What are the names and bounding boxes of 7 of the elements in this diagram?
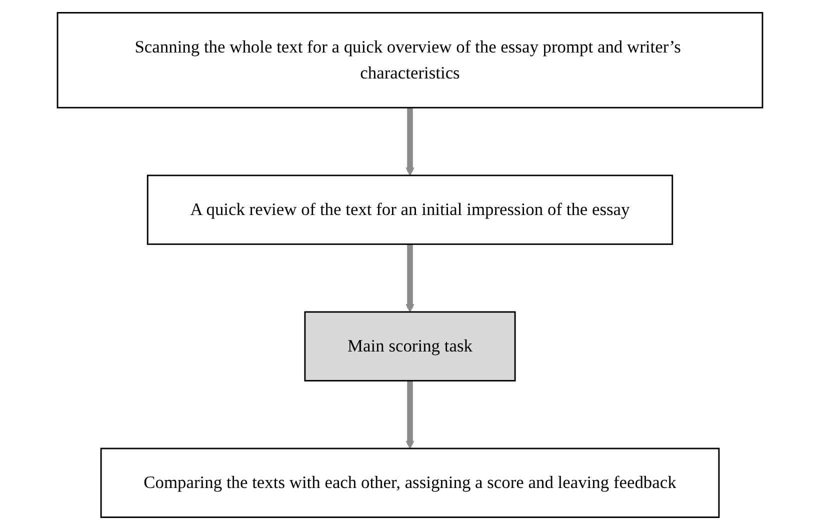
node-box: Comparing the texts with each other, assigning a score and leaving feedback	[100, 447, 720, 518]
arrow	[405, 107, 414, 176]
node-box: Scanning the whole text for a quick overview of the essay prompt and writer’s characteristics	[56, 12, 763, 108]
arrow	[405, 244, 414, 312]
node-box: Main scoring task	[304, 310, 516, 381]
node-box: A quick review of the text for an initial impression of the essay	[146, 174, 673, 244]
arrow	[405, 380, 414, 448]
